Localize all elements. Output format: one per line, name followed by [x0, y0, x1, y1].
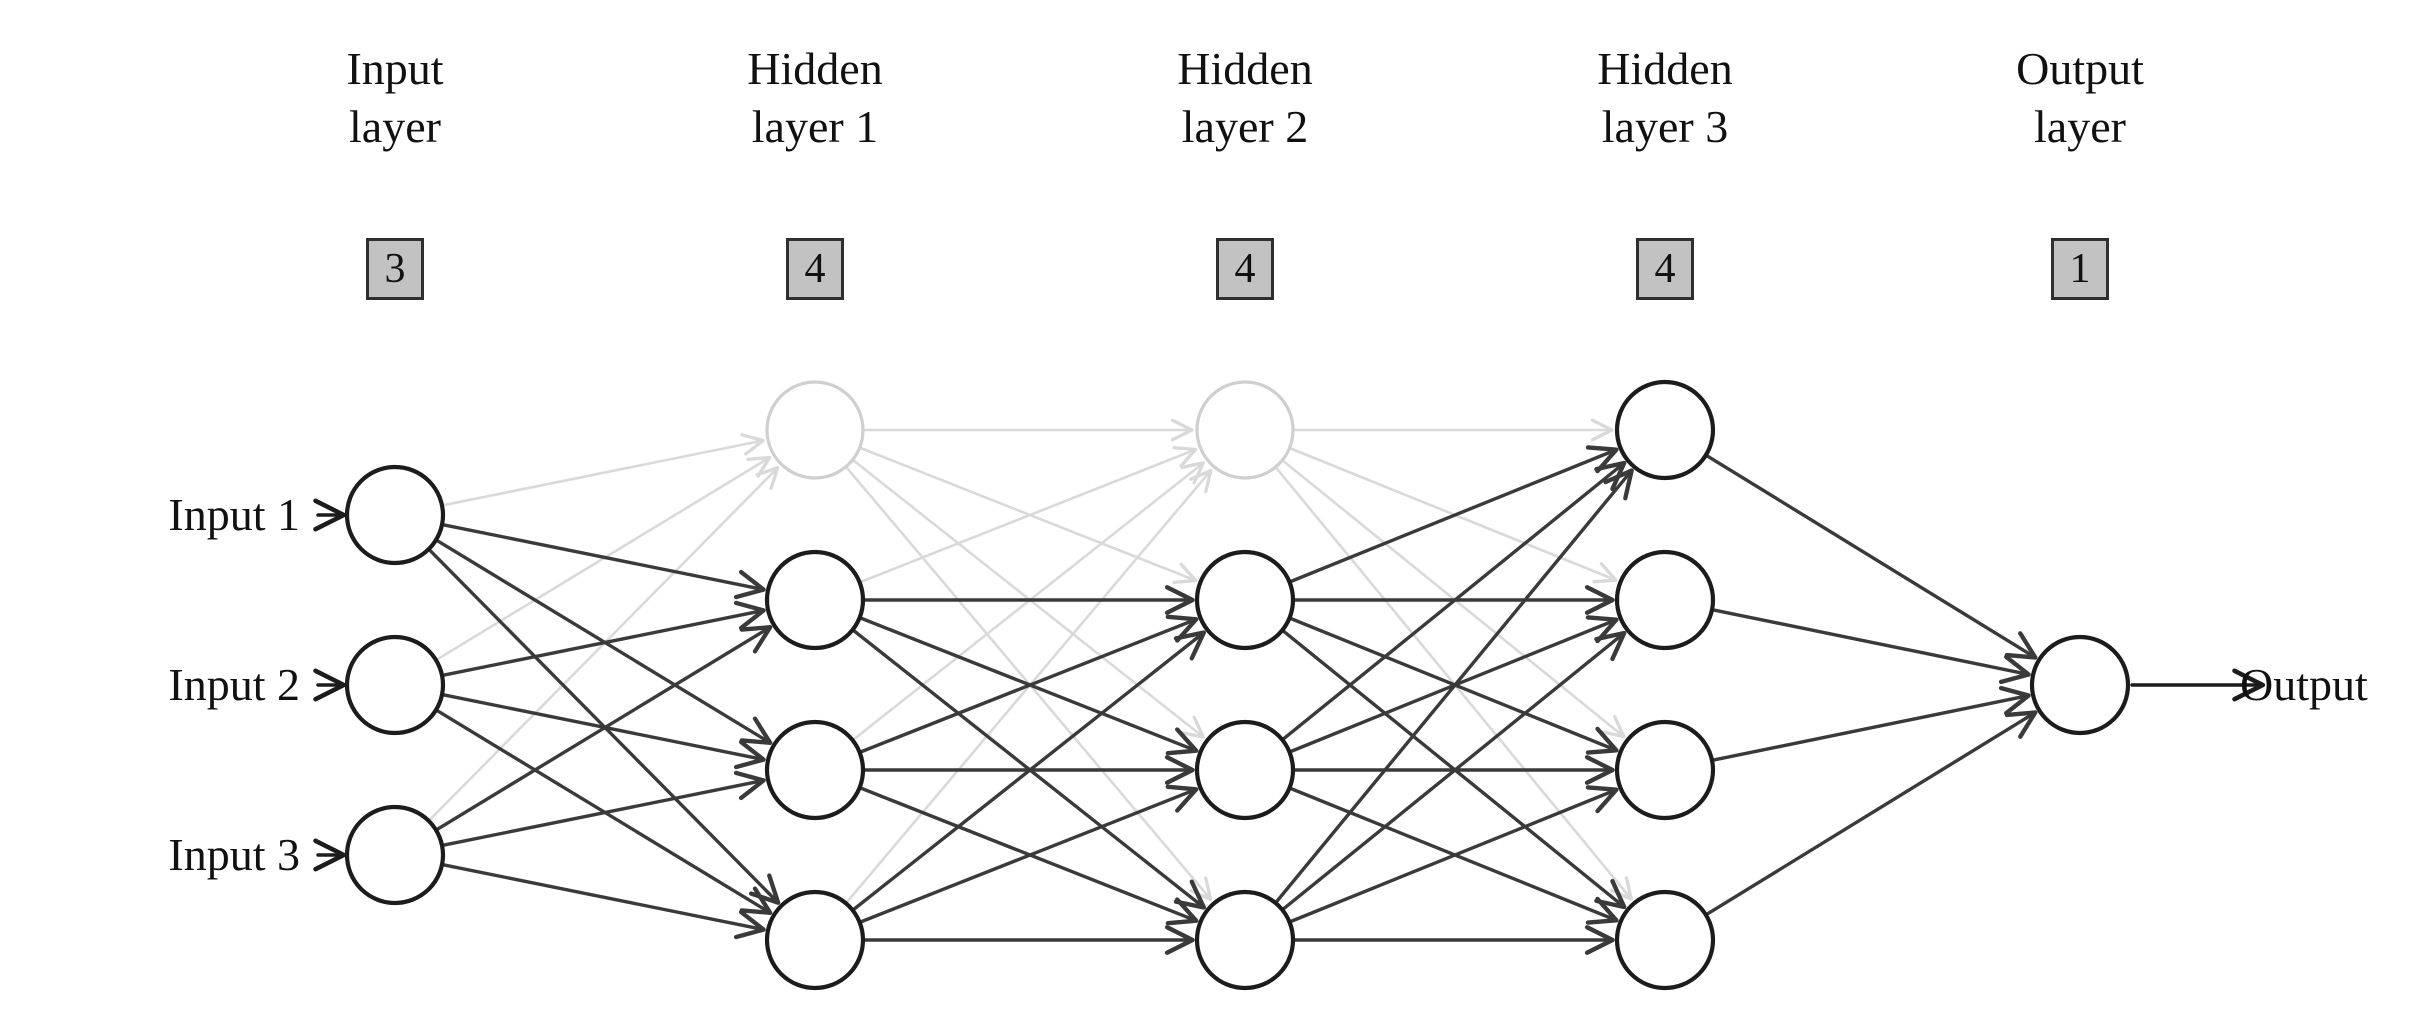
layer-header-output-layer: Output layer [2016, 40, 2144, 156]
layer-header-line2: layer [349, 101, 441, 152]
edge-h3_4-to-o1 [1705, 710, 2038, 916]
neuron-h1_4 [764, 889, 866, 991]
edge-i1-to-h1_2 [442, 523, 766, 600]
edge-h1_3-to-h2_2 [859, 614, 1199, 754]
input-label-1: Input 1 [168, 489, 300, 540]
edge-h2_4-to-h3_3 [1289, 785, 1619, 923]
layer-header-line2: layer [2034, 101, 2126, 152]
neuron-h3_3 [1614, 719, 1716, 821]
layer-header-line1: Output [2016, 43, 2144, 94]
input-label-3: Input 3 [168, 829, 300, 880]
edge-i3-to-h1_4 [442, 863, 766, 940]
layer-header-line1: Hidden [747, 43, 883, 94]
neuron-h2_2 [1194, 549, 1296, 651]
layer-header-hidden-layer-2: Hidden layer 2 [1177, 40, 1312, 156]
edge-h3_1-to-o1 [1705, 454, 2038, 660]
edge-h1_2-to-h2_1 [860, 445, 1198, 583]
active-edges-group [428, 445, 2038, 955]
nodes-group [344, 379, 2131, 991]
layer-header-line2: layer 2 [1181, 101, 1309, 152]
neuron-o1 [2029, 634, 2131, 736]
edge-h1_3-to-h2_4 [859, 786, 1199, 926]
neuron-h2_3 [1194, 719, 1296, 821]
edge-h1_1-to-h2_2 [860, 447, 1198, 585]
edge-h3_2-to-o1 [1712, 608, 2031, 685]
neuron-h3_2 [1614, 549, 1716, 651]
neuron-h1_3 [764, 719, 866, 821]
edge-h2_3-to-h3_1 [1282, 460, 1627, 741]
edge-h2_4-to-h3_1 [1275, 468, 1634, 904]
neuron-i1 [344, 464, 446, 566]
neuron-h3_1 [1614, 379, 1716, 481]
neuron-h1_2 [764, 549, 866, 651]
output-label: Output [2240, 659, 2368, 710]
edge-h2_2-to-h3_1 [1289, 445, 1619, 583]
layer-header-hidden-layer-3: Hidden layer 3 [1597, 40, 1732, 156]
neuron-i2 [344, 634, 446, 736]
layer-header-input-layer: Input layer [346, 40, 443, 156]
layer-header-line2: layer 1 [751, 101, 879, 152]
edge-h2_1-to-h3_2 [1290, 447, 1618, 584]
dropout-edges-group [428, 418, 1633, 904]
neuron-i3 [344, 804, 446, 906]
edge-h1_4-to-h2_3 [859, 784, 1199, 924]
neuron-h3_4 [1614, 889, 1716, 991]
edge-h2_2-to-h3_3 [1289, 617, 1619, 755]
neuron-h2_1-dropped [1195, 380, 1295, 480]
input-label-2: Input 2 [168, 659, 300, 710]
edge-h2_4-to-h3_2 [1282, 630, 1627, 911]
layer-header-hidden-layer-1: Hidden layer 1 [747, 40, 882, 156]
edge-h1_2-to-h2_3 [859, 616, 1199, 756]
unit-count-badge-hidden-layer-2: 4 [1216, 238, 1274, 300]
unit-count-badge-hidden-layer-1: 4 [786, 238, 844, 300]
edge-i3-to-h1_3 [442, 770, 766, 847]
edge-i3-to-h1_2 [436, 625, 773, 831]
layer-header-line2: layer 3 [1601, 101, 1729, 152]
edge-h3_3-to-o1 [1712, 685, 2031, 762]
edge-h1_4-to-h2_2 [852, 630, 1207, 911]
layer-header-line1: Hidden [1177, 43, 1313, 94]
neuron-h2_4 [1194, 889, 1296, 991]
edge-i2-to-h1_2 [442, 600, 766, 677]
layer-header-line1: Input [346, 43, 444, 94]
unit-count-badge-hidden-layer-3: 4 [1636, 238, 1694, 300]
unit-count-badge-output-layer: 1 [2051, 238, 2109, 300]
edge-i1-to-h1_1 [442, 433, 765, 507]
edge-h2_3-to-h3_4 [1289, 787, 1619, 925]
neuron-h1_1-dropped [765, 380, 865, 480]
io-arrows-group [313, 498, 2266, 872]
unit-count-badge-input-layer: 3 [366, 238, 424, 300]
layer-header-line1: Hidden [1597, 43, 1733, 94]
